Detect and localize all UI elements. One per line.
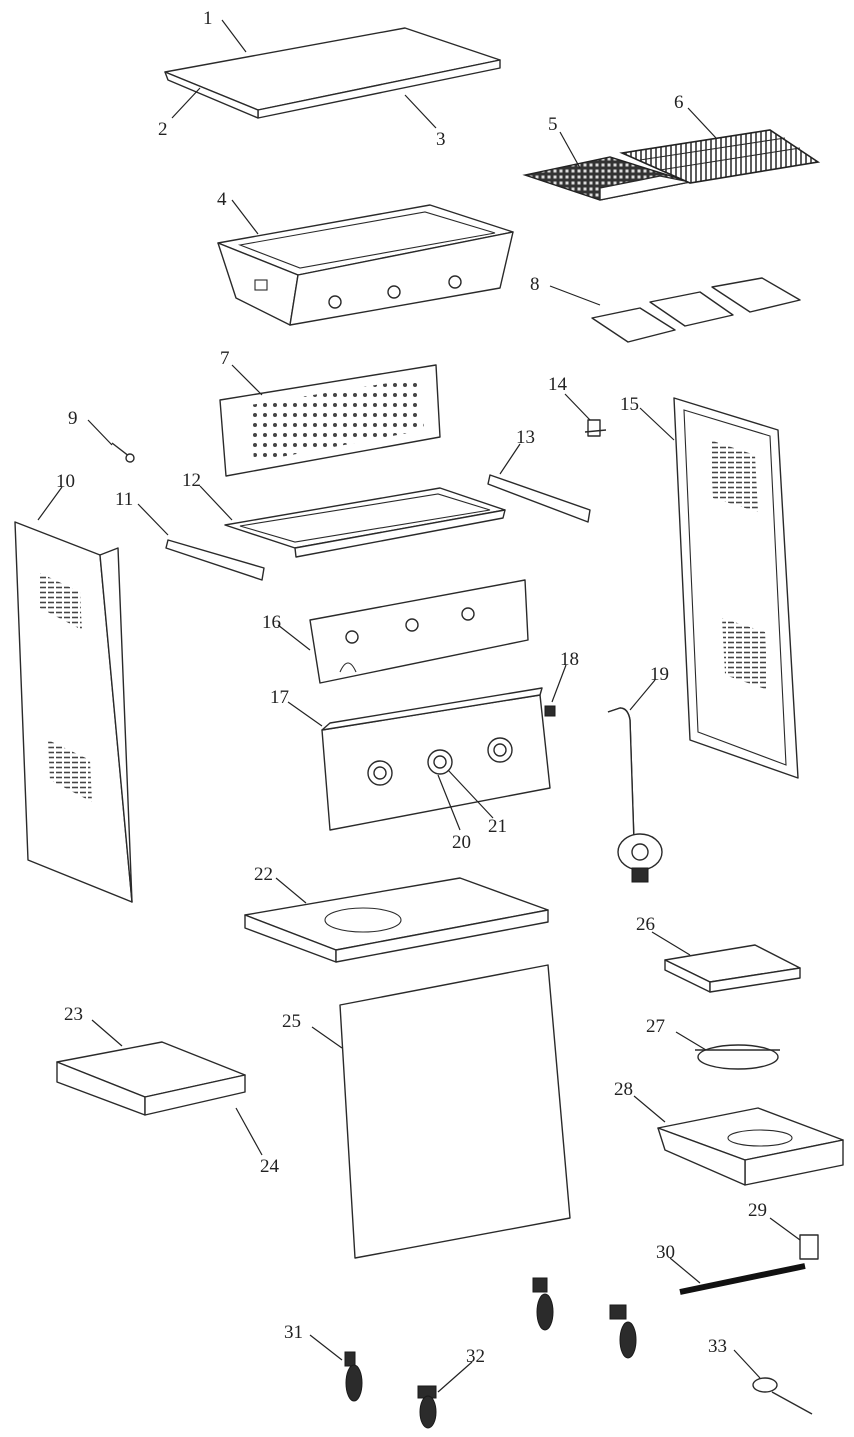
callout-25: 25 [282, 1011, 301, 1032]
heat-shield [219, 364, 441, 477]
callout-32: 32 [466, 1346, 485, 1367]
caster-wheel-32 [417, 1385, 437, 1429]
cooking-grate [619, 129, 821, 184]
callout-24: 24 [260, 1156, 280, 1177]
callout-5: 5 [548, 114, 558, 135]
callout-8: 8 [530, 274, 540, 295]
callout-31: 31 [284, 1322, 303, 1343]
callout-26: 26 [636, 914, 655, 935]
callout-11: 11 [115, 489, 133, 510]
right-side-panel [673, 397, 799, 779]
callout-13: 13 [516, 427, 535, 448]
callout-3: 3 [436, 129, 446, 150]
callout-9: 9 [68, 408, 78, 429]
callout-23: 23 [64, 1004, 83, 1025]
left-rail [165, 539, 265, 581]
igniter-part [584, 419, 607, 437]
callout-21: 21 [488, 816, 507, 837]
lid-panel [164, 27, 501, 119]
valve-bracket [309, 579, 529, 684]
leader-lines [37, 19, 801, 1393]
cabinet-top [244, 877, 549, 963]
callout-14: 14 [548, 374, 568, 395]
callout-7: 7 [220, 348, 230, 369]
firebox [217, 204, 514, 326]
tank-ring [695, 1044, 780, 1070]
callout-1: 1 [203, 8, 213, 29]
gas-regulator-hose [607, 707, 663, 883]
left-side-panel [14, 521, 133, 903]
caster-wheel-right [609, 1304, 637, 1359]
igniter-button [544, 705, 556, 717]
control-panel [321, 687, 551, 831]
caster-wheel-31 [344, 1351, 363, 1402]
side-shelf-right [664, 944, 801, 993]
callout-28: 28 [614, 1079, 633, 1100]
caster-wheel-center [532, 1277, 554, 1331]
flame-tamers [591, 277, 801, 343]
side-shelf-left [56, 1041, 246, 1116]
tank-tray [657, 1107, 844, 1186]
callout-33: 33 [708, 1336, 727, 1357]
screw-part [111, 442, 135, 463]
callout-19: 19 [650, 664, 669, 685]
grease-tray [224, 487, 506, 558]
callout-27: 27 [646, 1016, 665, 1037]
callout-12: 12 [182, 470, 201, 491]
callout-16: 16 [262, 612, 281, 633]
callout-4: 4 [217, 189, 227, 210]
callout-15: 15 [620, 394, 639, 415]
cabinet-door [339, 964, 571, 1259]
griddle-plate [522, 156, 691, 201]
callout-labels: 1 2 3 4 5 6 7 8 9 10 11 12 13 14 15 16 1… [56, 8, 767, 1367]
callout-20: 20 [452, 832, 471, 853]
callout-30: 30 [656, 1242, 675, 1263]
callout-29: 29 [748, 1200, 767, 1221]
gas-tube [679, 1234, 819, 1295]
callout-10: 10 [56, 471, 75, 492]
callout-2: 2 [158, 119, 168, 140]
callout-6: 6 [674, 92, 684, 113]
callout-22: 22 [254, 864, 273, 885]
bolt-part [752, 1377, 813, 1415]
callout-18: 18 [560, 649, 579, 670]
right-rail [487, 474, 591, 523]
callout-17: 17 [270, 687, 289, 708]
